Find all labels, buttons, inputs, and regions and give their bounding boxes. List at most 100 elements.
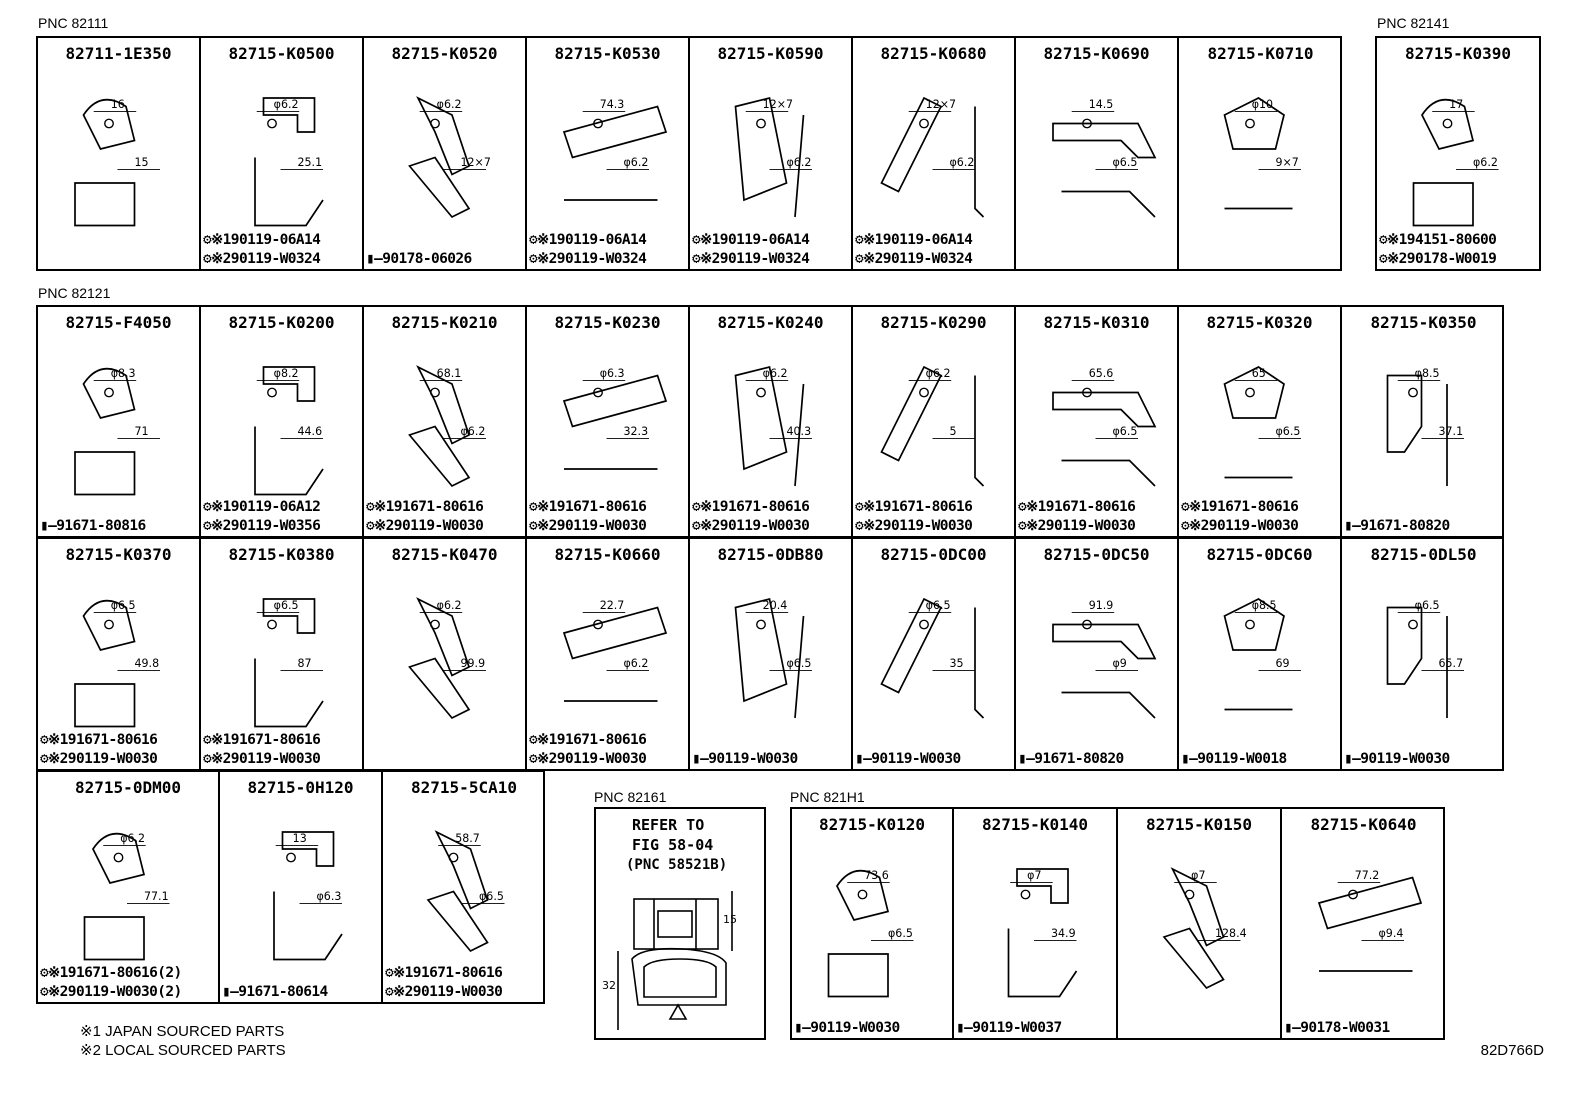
mounting-hole bbox=[857, 889, 868, 900]
part-drawing: 65.6φ6.5 bbox=[1052, 367, 1157, 487]
fastener-part-number: ▮—91671-80820 bbox=[1018, 751, 1124, 767]
dimension-label: φ6.5 bbox=[1415, 599, 1440, 612]
part-drawing: φ6.2 77.1 bbox=[83, 832, 170, 961]
part-number: 82715-K0380 bbox=[228, 545, 335, 564]
mounting-hole bbox=[104, 118, 114, 129]
fastener-part-number: ⚙※191671-80616 bbox=[203, 732, 321, 748]
dimension-label: φ8.5 bbox=[1252, 599, 1277, 612]
mounting-hole bbox=[267, 387, 277, 398]
dimension-label: 71 bbox=[135, 425, 149, 438]
part-number: 82715-K0530 bbox=[554, 44, 661, 63]
part-number: 82715-F4050 bbox=[65, 313, 172, 332]
part-drawing: 58.7φ6.5 bbox=[426, 830, 505, 953]
dimension-label: φ6.3 bbox=[600, 367, 625, 380]
fastener-part-number: ⚙※290119-W0324 bbox=[203, 251, 321, 267]
dimension-label: 77.1 bbox=[144, 890, 169, 903]
part-number: 82715-K0240 bbox=[717, 313, 824, 332]
part-drawing: φ6.240.3 bbox=[734, 365, 812, 487]
dimension-label: 22.7 bbox=[600, 599, 625, 612]
part-drawing: φ6.587 bbox=[254, 598, 324, 728]
part-outline bbox=[273, 831, 343, 961]
part-outline bbox=[1412, 98, 1475, 227]
dimension-label: φ7 bbox=[1027, 869, 1041, 882]
refer-text: REFER TO FIG 58-04 (PNC 58521B) bbox=[626, 815, 727, 875]
fastener-part-number: ▮—90119-W0018 bbox=[1181, 751, 1287, 767]
part-outline bbox=[1052, 623, 1157, 719]
part-drawing: φ6.299.9 bbox=[408, 597, 486, 720]
fastener-part-number: ⚙※290119-W0030 bbox=[203, 751, 321, 767]
part-number: 82715-0DL50 bbox=[1370, 545, 1477, 564]
fastener-part-number: ⚙※290119-W0030 bbox=[1018, 518, 1136, 534]
dimension-label: 73.6 bbox=[864, 869, 889, 882]
mounting-hole bbox=[1245, 619, 1255, 630]
fastener-part-number: ▮—90119-W0030 bbox=[692, 751, 798, 767]
dimension-label: φ10 bbox=[1252, 98, 1273, 111]
dim-ref-15: 15 bbox=[723, 913, 737, 926]
dimension-label: φ6.5 bbox=[274, 599, 299, 612]
part-drawing: 74.3φ6.2 bbox=[562, 98, 668, 201]
part-outline bbox=[254, 366, 324, 496]
part-outline bbox=[1052, 391, 1157, 487]
dimension-label: φ6.2 bbox=[120, 832, 145, 845]
dimension-label: φ6.5 bbox=[926, 599, 951, 612]
fastener-part-number: ⚙※191671-80616 bbox=[855, 499, 973, 515]
mounting-hole bbox=[1408, 387, 1418, 398]
part-drawing: 20.4φ6.5 bbox=[734, 597, 812, 719]
fastener-part-number: ⚙※191671-80616 bbox=[529, 499, 647, 515]
fastener-part-number: ⚙※191671-80616(2) bbox=[40, 965, 182, 981]
part-number: 82715-K0500 bbox=[228, 44, 335, 63]
dimension-label: φ6.5 bbox=[111, 599, 136, 612]
dimension-label: φ6.2 bbox=[461, 425, 486, 438]
dimension-label: 13 bbox=[293, 832, 307, 845]
fastener-part-number: ▮—90178-W0031 bbox=[1284, 1020, 1390, 1036]
dimension-label: φ6.2 bbox=[1473, 156, 1498, 169]
part-drawing: 73.6φ6.5 bbox=[827, 869, 914, 998]
dimension-label: 35 bbox=[950, 657, 964, 670]
dimension-label: φ6.2 bbox=[624, 657, 649, 670]
mounting-hole bbox=[1082, 619, 1092, 630]
dimension-label: φ6.2 bbox=[926, 367, 951, 380]
part-outline bbox=[83, 832, 146, 961]
dimension-label: 16 bbox=[111, 98, 125, 111]
part-drawing: φ7 34.9 bbox=[1007, 868, 1078, 998]
dimension-label: φ8.2 bbox=[274, 367, 299, 380]
fastener-part-number: ▮—90119-W0030 bbox=[855, 751, 961, 767]
dimension-label: 58.7 bbox=[455, 832, 480, 845]
part-drawing: 14.5φ6.5 bbox=[1052, 98, 1157, 218]
part-number: 82711-1E350 bbox=[65, 44, 172, 63]
part-drawing: 22.7 φ6.2 bbox=[562, 599, 668, 702]
dimension-label: 17 bbox=[1449, 98, 1463, 111]
dimension-label: φ6.2 bbox=[787, 156, 812, 169]
dimension-label: φ6.2 bbox=[950, 156, 975, 169]
dimension-label: 34.9 bbox=[1051, 927, 1076, 940]
part-outline bbox=[1386, 374, 1448, 486]
fastener-part-number: ⚙※194151-80600 bbox=[1379, 232, 1497, 248]
part-number: 82715-0DB80 bbox=[717, 545, 824, 564]
part-number: 82715-K0210 bbox=[391, 313, 498, 332]
dimension-label: φ6.2 bbox=[274, 98, 299, 111]
fastener-part-number: ▮—91671-80820 bbox=[1344, 518, 1450, 534]
part-drawing: φ6.549.8 bbox=[74, 599, 160, 728]
mounting-hole bbox=[1082, 387, 1092, 398]
dimension-label: 20.4 bbox=[763, 599, 788, 612]
